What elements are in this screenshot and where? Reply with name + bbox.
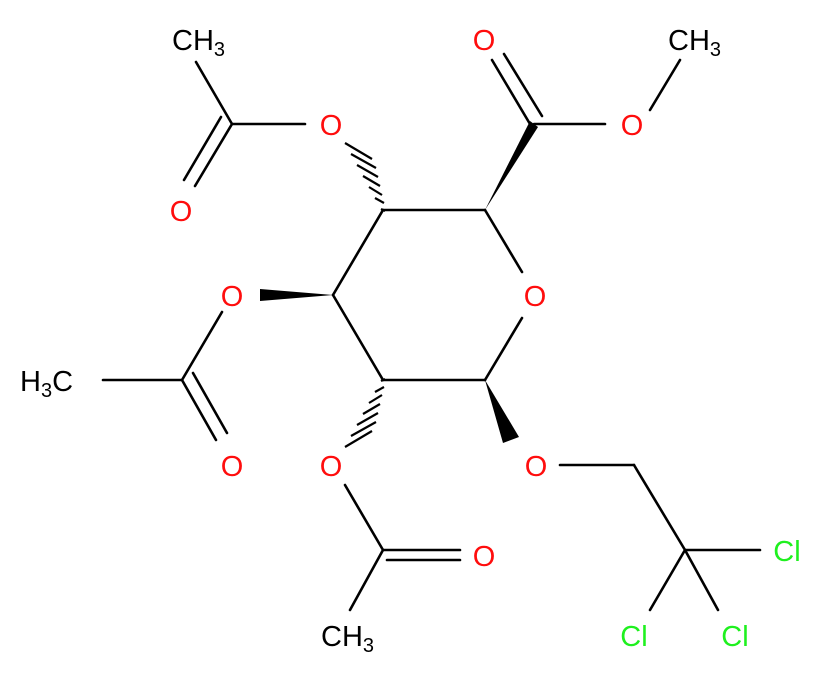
chlorine-2-label: Cl [620,621,647,653]
bond-oacetyl-carbonylc-left [180,310,224,382]
bond-top-co-b [182,115,223,182]
ester-carbonyl-oxygen-label: O [473,25,496,57]
top-acetyl-methyl-label: CH3 [172,25,225,61]
bond-ester-carbonyl-b [502,52,544,118]
top-acetyl-oxygen-label: O [320,110,343,142]
glycosidic-oxygen-label: O [525,451,548,483]
bond-left-co-a [180,378,218,442]
acetate-left-group [101,289,333,442]
bond-ch2-ccl3 [632,463,687,552]
bond-ester-carbonyl-a [490,58,532,126]
wedge-c3-oacetyl [260,289,333,301]
wedge-c5-ester [485,121,538,210]
bond-c4-c3 [331,208,385,297]
ester-ether-oxygen-label: O [621,110,644,142]
bond-ccl3-cl2 [648,548,687,612]
left-acetyl-methyl-label: H3C [20,366,73,402]
bond-c1-oring [483,316,524,382]
bond-top-co-a [193,122,234,188]
bottom-acetyl-methyl-label: CH3 [321,621,374,657]
chlorine-1-label: Cl [773,536,800,568]
left-acetyl-carbonyl-oxygen-label: O [221,451,244,483]
bond-left-co-b [191,371,229,435]
wedge-c1-oglyc [485,380,519,443]
bond-ether-methyl [648,58,682,112]
atom-labels: O O O CH3 O O CH3 O O H3C O O CH3 O Cl C… [20,25,801,657]
methyl-ester-group [485,52,682,210]
bond-bottom-methyl [348,548,385,612]
hash-c4-oacetyl [344,142,386,212]
top-acetyl-carbonyl-oxygen-label: O [170,196,193,228]
left-acetyl-oxygen-label: O [221,281,244,313]
ring-oxygen-label: O [524,281,547,313]
bond-c3-c2 [331,293,385,382]
acetate-bottom-group [343,378,462,612]
hash-c2-oacetyl [344,378,386,448]
bond-top-methyl [194,60,234,126]
bond-ccl3-cl3 [683,548,720,612]
bond-oacetyl-carbonylc-bottom [343,483,385,552]
trichloroethyl-glycoside [485,380,762,612]
chlorine-3-label: Cl [721,621,748,653]
pyranose-ring [331,208,524,382]
bottom-acetyl-carbonyl-oxygen-label: O [473,541,496,573]
bottom-acetyl-oxygen-label: O [320,451,343,483]
bond-c5-oring [483,208,524,274]
ester-methyl-label: CH3 [668,25,721,61]
acetate-top-group [182,60,386,212]
